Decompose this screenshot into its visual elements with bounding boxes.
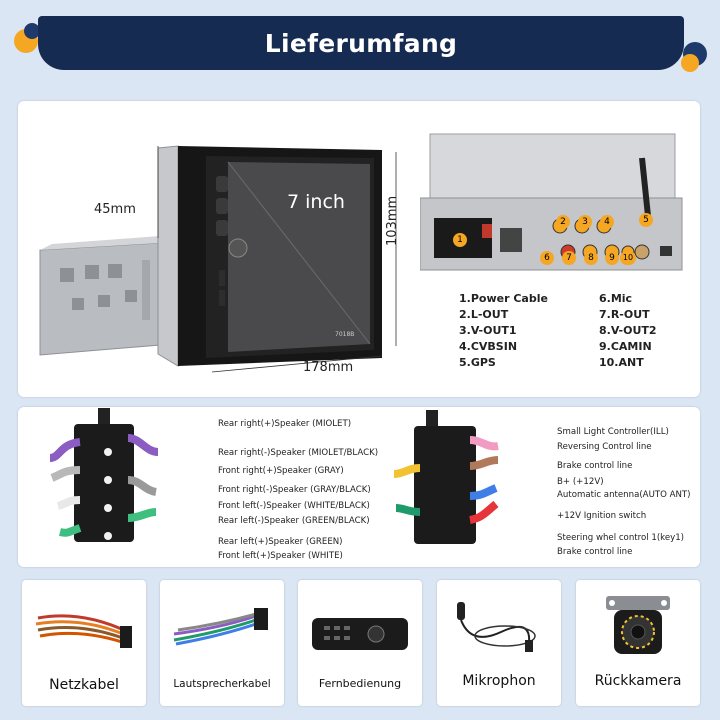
port-label: 10.ANT [599, 356, 644, 369]
left-connector-illustration [49, 408, 159, 542]
wire-label: Reversing Control line [557, 442, 652, 452]
accessory-card: Netzkabel [22, 580, 146, 706]
port-label: 4.CVBSIN [459, 340, 518, 353]
wire-label: Automatic antenna(AUTO ANT) [557, 490, 691, 500]
accessory-label: Netzkabel [49, 677, 119, 693]
wire-label: Rear right(-)Speaker (MIOLET/BLACK) [218, 448, 379, 458]
wire-label: Front left(-)Speaker (WHITE/BLACK) [218, 501, 370, 511]
screen-size-label: 7 inch [287, 191, 345, 213]
accessory-card: Fernbedienung [298, 580, 422, 706]
port-marker: 8 [584, 251, 598, 265]
port-marker: 6 [540, 251, 554, 265]
speaker-cable-icon [173, 608, 268, 646]
width-label: 178mm [303, 360, 354, 375]
accessory-label: Rückkamera [594, 673, 682, 689]
wire-label: +12V Ignition switch [557, 511, 647, 521]
port-legend-right: 6.Mic 7.R-OUT 8.V-OUT2 9.CAMIN 10.ANT [599, 291, 657, 371]
port-label: 2.L-OUT [459, 308, 509, 321]
port-legend-left: 1.Power Cable 2.L-OUT 3.V-OUT1 4.CVBSIN … [459, 291, 548, 371]
model-label: 7018B [335, 331, 355, 338]
remote-control-icon [312, 618, 408, 650]
accessory-card: Mikrophon [437, 580, 561, 706]
port-label: 9.CAMIN [599, 340, 652, 353]
port-marker: 5 [639, 213, 653, 227]
head-unit-illustration [39, 145, 397, 373]
wire-label: Rear left(-)Speaker (GREEN/BLACK) [218, 516, 370, 526]
wire-label: Rear left(+)Speaker (GREEN) [218, 537, 343, 547]
depth-label: 45mm [94, 202, 136, 217]
port-marker: 4 [600, 215, 614, 229]
accessory-label: Lautsprecherkabel [173, 678, 271, 690]
decor-dot [681, 54, 699, 72]
wire-label: Brake control line [557, 547, 633, 557]
wire-label: Rear right(+)Speaker (MIOLET) [218, 419, 352, 429]
power-cable-icon [35, 614, 132, 648]
decor-dot [24, 23, 40, 39]
port-label: 5.GPS [459, 356, 496, 369]
page-title: Lieferumfang [264, 28, 458, 58]
accessory-label: Fernbedienung [318, 677, 402, 690]
rear-camera-icon [606, 596, 670, 654]
wire-label: Small Light Controller(ILL) [557, 427, 669, 437]
port-label: 6.Mic [599, 292, 633, 305]
wire-label: Front left(+)Speaker (WHITE) [218, 551, 343, 561]
port-marker: 10 [620, 251, 636, 265]
port-marker: 7 [562, 251, 576, 265]
port-label: 7.R-OUT [599, 308, 650, 321]
port-label: 1.Power Cable [459, 292, 548, 305]
port-marker: 3 [578, 215, 592, 229]
height-label: 103mm [385, 195, 400, 246]
wire-label: Front right(-)Speaker (GRAY/BLACK) [218, 485, 371, 495]
wire-label: Steering whel control 1(key1) [557, 533, 685, 543]
microphone-icon [457, 602, 536, 652]
wire-label: Brake control line [557, 461, 633, 471]
port-marker: 1 [453, 233, 467, 247]
wire-label: B+ (+12V) [557, 477, 604, 487]
accessory-card: Rückkamera [576, 580, 700, 706]
port-marker: 9 [605, 251, 619, 265]
port-label: 8.V-OUT2 [599, 324, 657, 337]
right-connector-illustration [393, 410, 499, 544]
title-banner: Lieferumfang [38, 16, 684, 70]
port-marker: 2 [556, 215, 570, 229]
accessory-label: Mikrophon [462, 673, 536, 689]
accessory-card: Lautsprecherkabel [160, 580, 284, 706]
port-label: 3.V-OUT1 [459, 324, 517, 337]
wire-label: Front right(+)Speaker (GRAY) [218, 466, 344, 476]
